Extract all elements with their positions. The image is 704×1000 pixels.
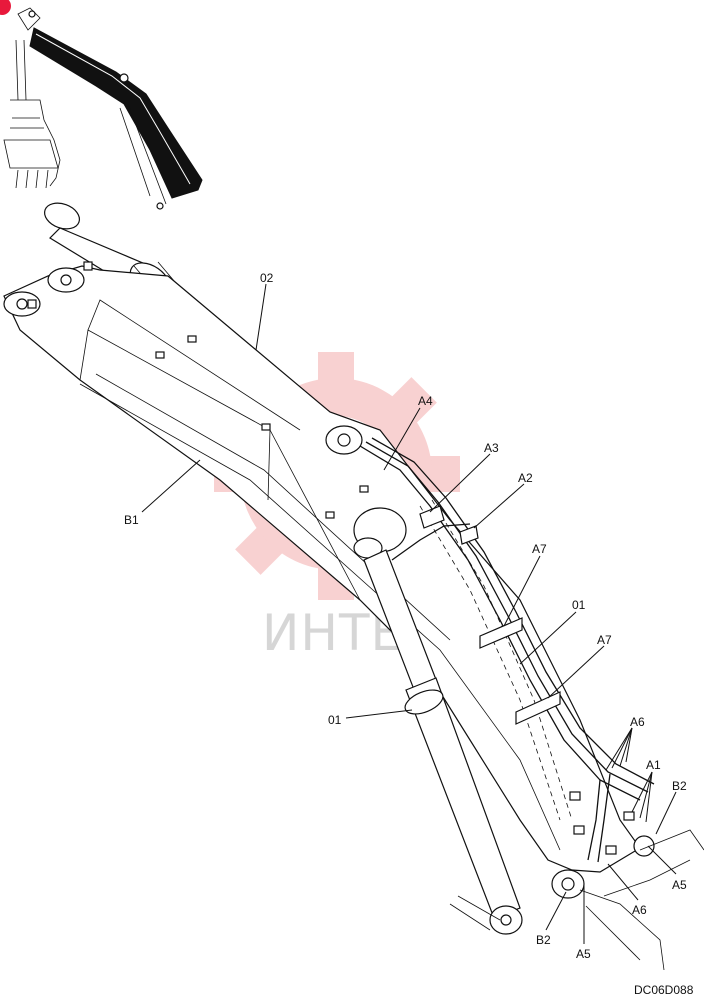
- callout-01-cylinder: 01: [328, 713, 342, 727]
- leader-lines: [141, 283, 677, 944]
- callout-A4: A4: [418, 394, 433, 408]
- callout-A6-lower: A6: [632, 903, 647, 917]
- callout-01-hose: 01: [572, 598, 586, 612]
- callout-A7-upper: A7: [532, 542, 547, 556]
- callout-A7-lower: A7: [597, 633, 612, 647]
- callout-labels: 02 A4 A3 A2 B1 A7 01 A7 01 A6 A1 B2 A5 A…: [124, 271, 687, 961]
- callout-A1: A1: [646, 758, 661, 772]
- callout-A5-bottom: A5: [576, 947, 591, 961]
- callout-A2: A2: [518, 471, 533, 485]
- boom-body-B1: [3, 261, 655, 899]
- arm-context-lines: [449, 829, 704, 971]
- callout-B1: B1: [124, 513, 139, 527]
- callout-02: 02: [260, 271, 274, 285]
- callout-B2-right: B2: [672, 779, 687, 793]
- callout-A6-upper: A6: [630, 715, 645, 729]
- corner-marker: [0, 0, 11, 15]
- callout-A3: A3: [484, 441, 499, 455]
- callout-A5-right: A5: [672, 878, 687, 892]
- drawing-code: DC06D088: [634, 983, 694, 997]
- callout-B2-bottom: B2: [536, 933, 551, 947]
- boom-cylinder-01: [363, 549, 523, 935]
- inset-excavator-thumbnail: [3, 7, 203, 210]
